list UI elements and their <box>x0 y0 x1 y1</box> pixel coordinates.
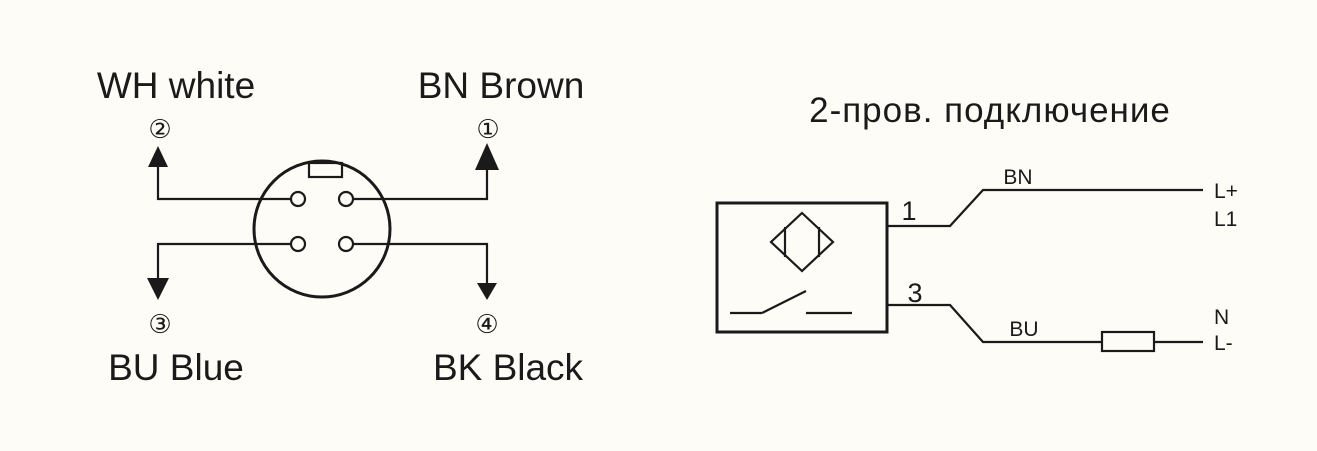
switch-blade <box>761 290 807 314</box>
pin-3-socket <box>289 235 307 253</box>
terminal-3-label: 3 <box>907 278 922 308</box>
pin-3-number: ③ <box>148 310 171 340</box>
supply-positive-label: L+ <box>1214 180 1238 203</box>
connector-body <box>252 159 392 299</box>
pin-3-color-label: BU Blue <box>108 347 244 388</box>
supply-negative-label: L- <box>1214 332 1233 355</box>
pin-2-socket <box>289 190 307 208</box>
schematic-title: 2-пров. подключение <box>809 91 1171 130</box>
pin-2-color-label: WH white <box>97 65 255 106</box>
supply-line-label: L1 <box>1214 208 1237 231</box>
pin-3-lead <box>156 242 291 279</box>
pin-2-lead <box>156 165 291 201</box>
two-wire-schematic: 2-пров. подключение 1 BN 3 BU L+ L1 N L- <box>715 91 1238 355</box>
wire-bn <box>887 188 1203 228</box>
pin-1-number: ① <box>476 115 499 145</box>
supply-neutral-label: N <box>1214 306 1229 329</box>
pin-1-lead <box>353 166 489 201</box>
wire-bu <box>887 303 1102 344</box>
pin-4-lead <box>353 242 489 283</box>
pin-1-socket <box>337 190 355 208</box>
pin-4-number: ④ <box>475 310 498 340</box>
pin-2-arrow <box>148 146 168 167</box>
pin-4-socket <box>337 235 355 253</box>
terminal-1-label: 1 <box>901 196 916 226</box>
pin-4-arrow <box>477 283 497 300</box>
sensor-housing <box>715 201 889 334</box>
wire-bu-label: BU <box>1009 318 1038 341</box>
pin-1-color-label: BN Brown <box>418 65 585 106</box>
pin-4-color-label: BK Black <box>433 347 584 388</box>
pin-1-arrow <box>475 143 499 170</box>
pin-3-arrow <box>147 278 169 300</box>
sensing-face-symbol <box>769 211 835 273</box>
connector-key <box>307 161 344 179</box>
connector-pinout: WH white BN Brown BU Blue BK Black ② ① ③… <box>97 65 584 388</box>
wire-bn-label: BN <box>1003 166 1032 189</box>
pin-2-number: ② <box>148 115 171 145</box>
load-resistor <box>1100 330 1156 353</box>
